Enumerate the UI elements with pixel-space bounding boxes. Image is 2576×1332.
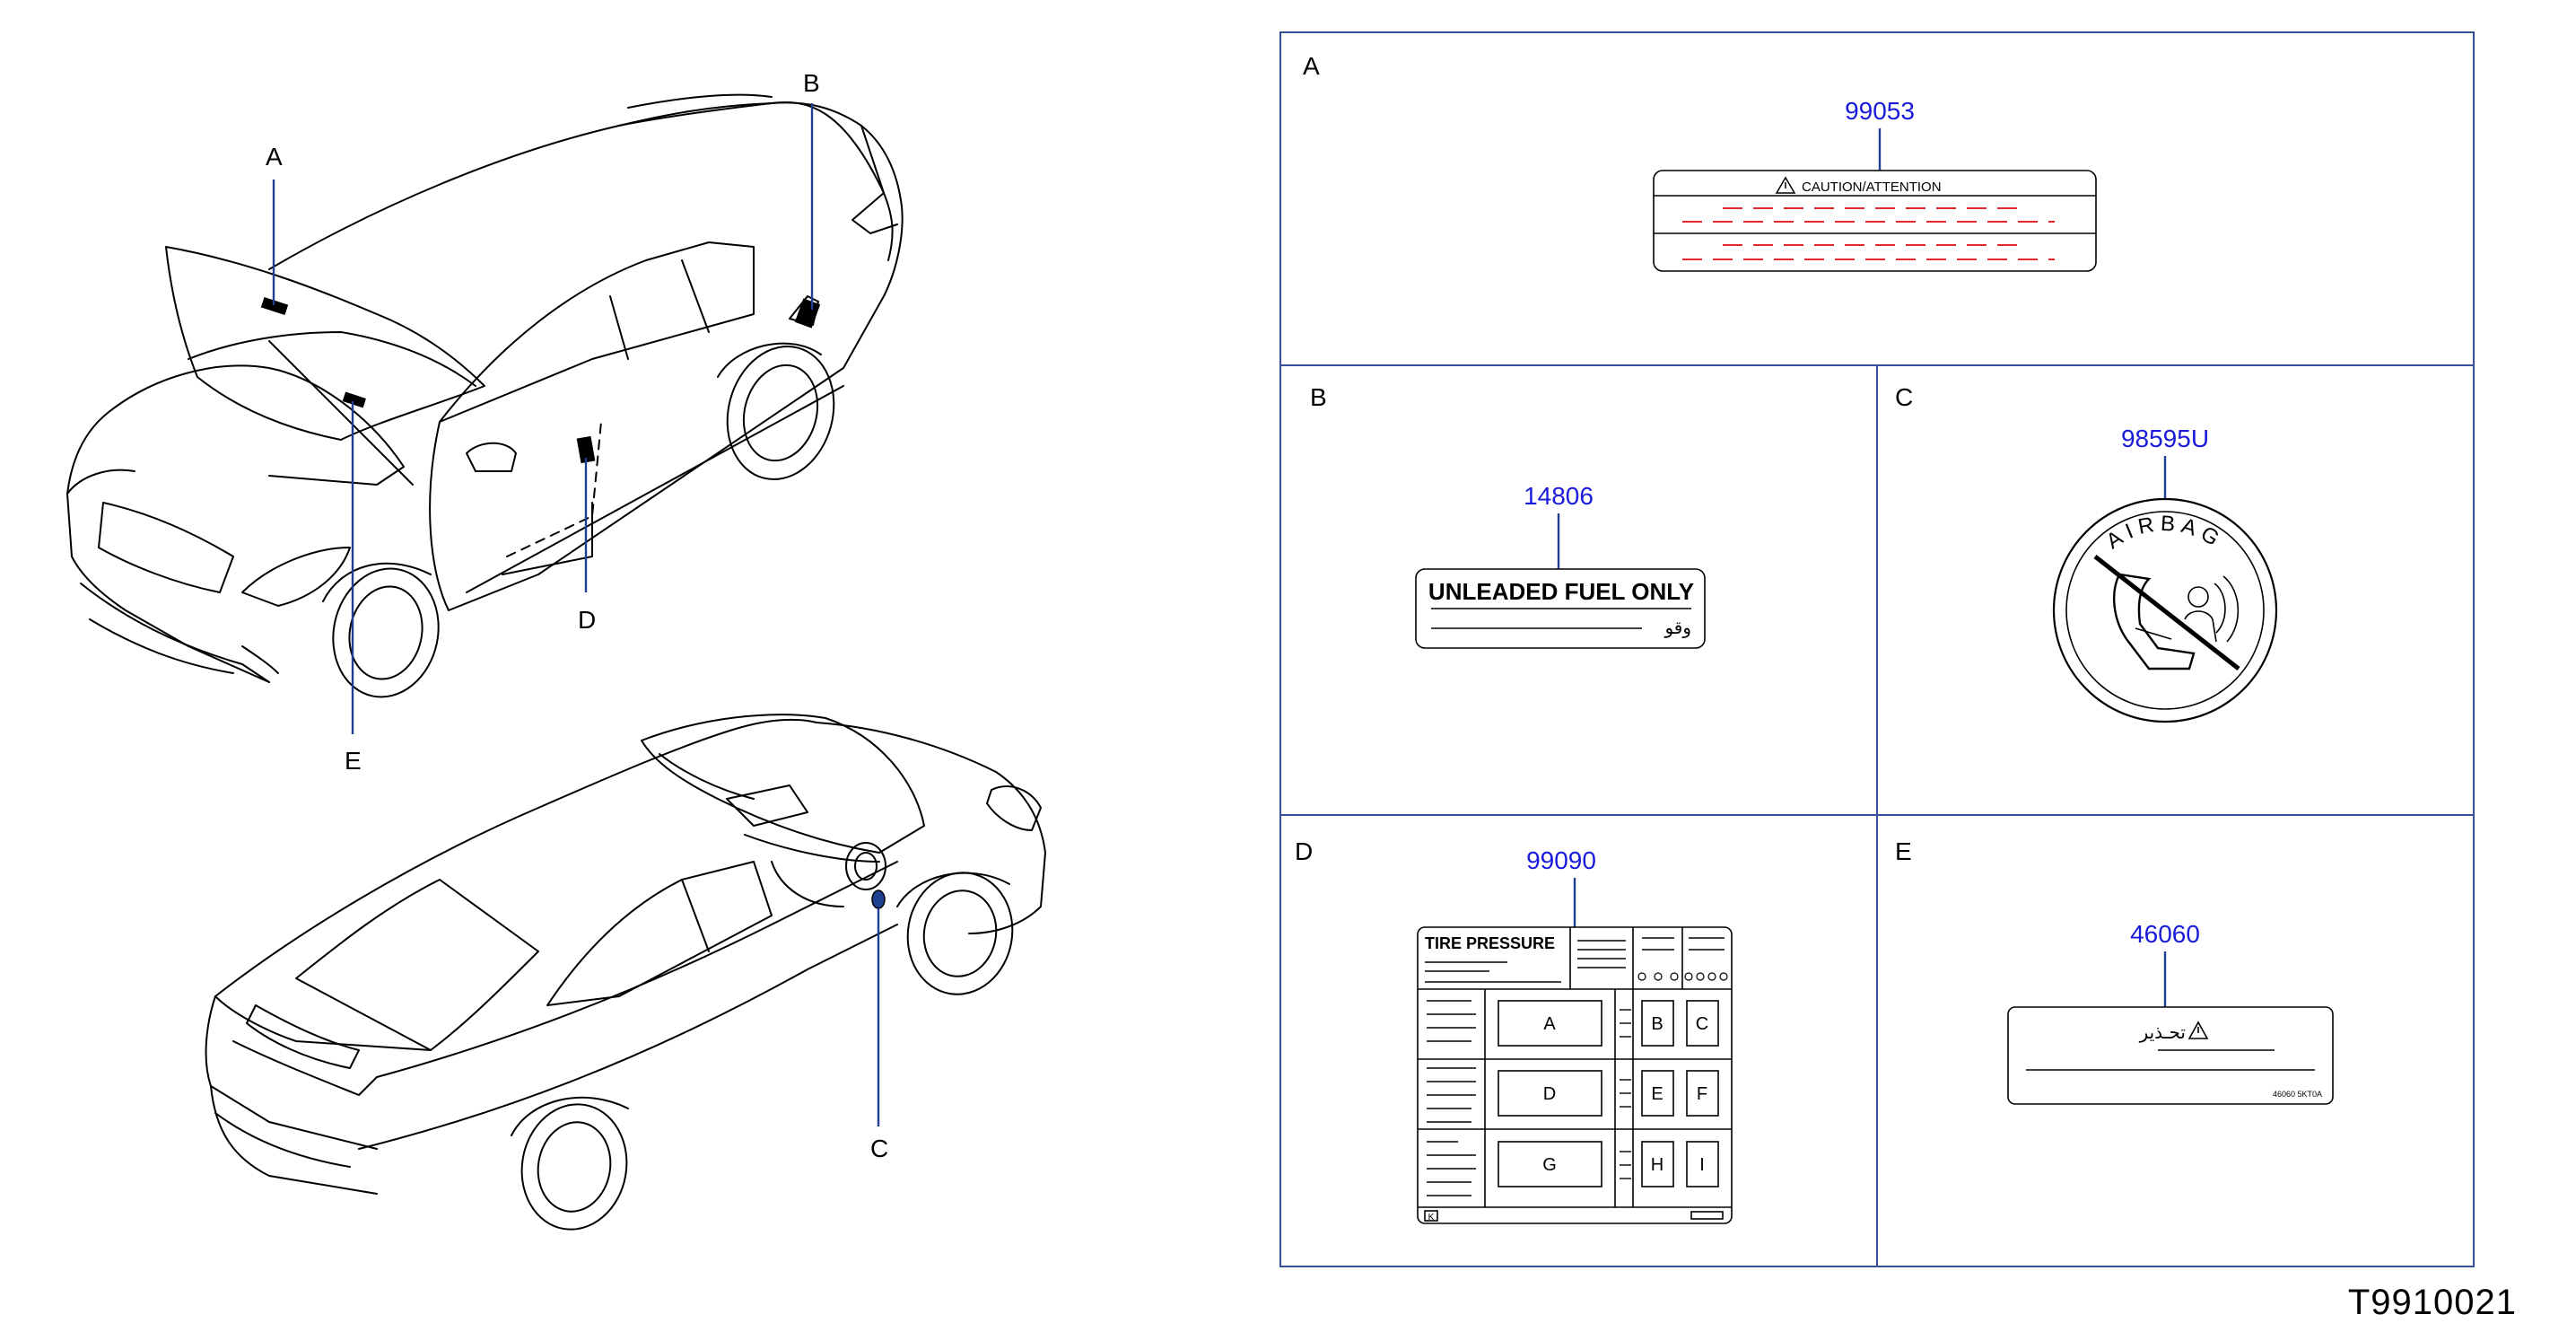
callout-e: E xyxy=(345,747,362,775)
panel-b-letter: B xyxy=(1310,383,1327,411)
panel-e-arabic: تحـذير xyxy=(2139,1021,2186,1043)
panel-c-ring-text: AIRBAG xyxy=(2102,512,2228,554)
callout-b: B xyxy=(803,69,820,97)
panel-d: D 99090 TIRE PRESSURE xyxy=(1295,837,1733,1224)
panel-e-letter: E xyxy=(1895,837,1912,865)
panel-a-header: CAUTION/ATTENTION xyxy=(1802,180,1942,195)
tire-cell-a: A xyxy=(1543,1014,1556,1034)
tire-cell-h: H xyxy=(1651,1155,1663,1175)
panel-a: A 99053 CAUTION/ATTENTION xyxy=(1303,52,2097,272)
tire-cell-i: I xyxy=(1699,1155,1705,1175)
tire-cell-d: D xyxy=(1543,1084,1556,1104)
tire-cell-e: E xyxy=(1651,1084,1663,1104)
car-front-view xyxy=(66,93,904,698)
panel-c: C 98595U AIRBAG xyxy=(1895,383,2278,723)
panel-d-corner: K xyxy=(1428,1213,1435,1222)
warning-triangle-icon xyxy=(2187,1021,2209,1039)
prohibition-slash-icon xyxy=(2093,555,2240,670)
panel-b: B 14806 UNLEADED FUEL ONLY وقو xyxy=(1310,383,1706,649)
panel-b-arabic: وقو xyxy=(1663,617,1691,638)
callout-a: A xyxy=(266,143,283,171)
warning-triangle-icon xyxy=(1775,176,1796,194)
tire-cell-f: F xyxy=(1697,1084,1707,1104)
panel-a-letter: A xyxy=(1303,52,1320,80)
panel-e: E 46060 تحـذير 46060 5KT0A xyxy=(1895,837,2334,1105)
reference-number: T9910021 xyxy=(2347,1283,2517,1322)
panel-e-code: 46060 5KT0A xyxy=(2273,1090,2322,1099)
panel-c-letter: C xyxy=(1895,383,1913,411)
panel-d-part-number: 99090 xyxy=(1526,846,1596,874)
child-seat-icon xyxy=(2113,573,2240,670)
panel-b-part-number: 14806 xyxy=(1524,482,1594,510)
panel-c-part-number: 98595U xyxy=(2121,425,2209,452)
car-rear-view xyxy=(205,714,1046,1231)
occupant-icons xyxy=(1637,972,1728,981)
callout-c: C xyxy=(870,1135,888,1162)
tire-cell-b: B xyxy=(1651,1014,1663,1034)
panel-e-part-number: 46060 xyxy=(2130,920,2200,948)
panel-d-title: TIRE PRESSURE xyxy=(1425,934,1555,952)
tire-cell-c: C xyxy=(1696,1014,1708,1034)
callout-d: D xyxy=(578,606,596,634)
tire-cell-g: G xyxy=(1542,1155,1557,1175)
panel-d-letter: D xyxy=(1295,837,1313,865)
panel-a-part-number: 99053 xyxy=(1845,97,1915,125)
label-panels xyxy=(1279,31,2475,1267)
panel-b-text: UNLEADED FUEL ONLY xyxy=(1428,578,1694,605)
